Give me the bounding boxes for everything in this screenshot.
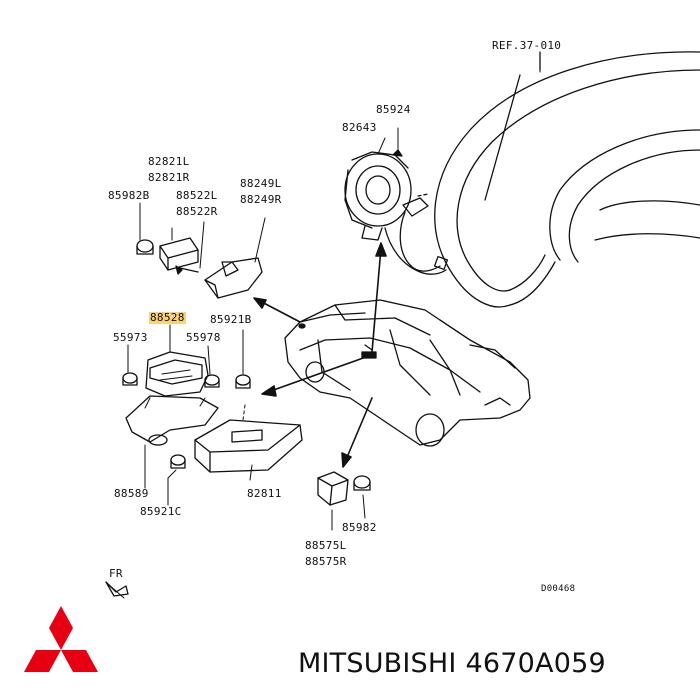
three-diamond-logo-icon [24,606,98,672]
part-label-85982b[interactable]: 85982B [108,189,150,202]
part-label-88249l[interactable]: 88249L [240,177,282,190]
part-label-82821l[interactable]: 82821L [148,155,190,168]
part-label-88589[interactable]: 88589 [114,487,149,500]
rear-impact-sensor-drawing [317,471,371,531]
front-arrow-icon [105,581,129,599]
part-label-88575l[interactable]: 88575L [305,539,347,552]
part-label-88528-highlighted[interactable]: 88528 [149,311,186,324]
product-title: MITSUBISHI 4670A059 [298,648,606,679]
part-label-88575r[interactable]: 88575R [305,555,347,568]
part-label-55973[interactable]: 55973 [113,331,148,344]
srs-control-unit-parts-drawing [122,324,303,506]
part-label-82811[interactable]: 82811 [247,487,282,500]
steering-wheel-drawing [434,51,700,308]
ref-label: REF.37-010 [492,39,562,52]
part-label-85921c[interactable]: 85921C [140,505,182,518]
front-direction-label: FR [109,567,123,580]
clock-spring-drawing [344,127,449,275]
part-label-88249r[interactable]: 88249R [240,193,282,206]
drawing-code: D00468 [541,584,576,594]
part-label-55978[interactable]: 55978 [186,331,221,344]
pointer-arrows [253,242,387,468]
leader-lines [377,54,541,155]
part-label-85924[interactable]: 85924 [376,103,411,116]
brand-name: MITSUBISHI [298,648,457,679]
vehicle-body-drawing [284,299,531,447]
part-label-88522l[interactable]: 88522L [176,189,218,202]
part-number: 4670A059 [465,648,606,679]
part-label-85982[interactable]: 85982 [342,521,377,534]
part-label-85921b[interactable]: 85921B [210,313,252,326]
part-label-82643[interactable]: 82643 [342,121,377,134]
part-label-82821r[interactable]: 82821R [148,171,190,184]
side-sensor-parts-drawing [136,202,266,299]
part-label-88522r[interactable]: 88522R [176,205,218,218]
